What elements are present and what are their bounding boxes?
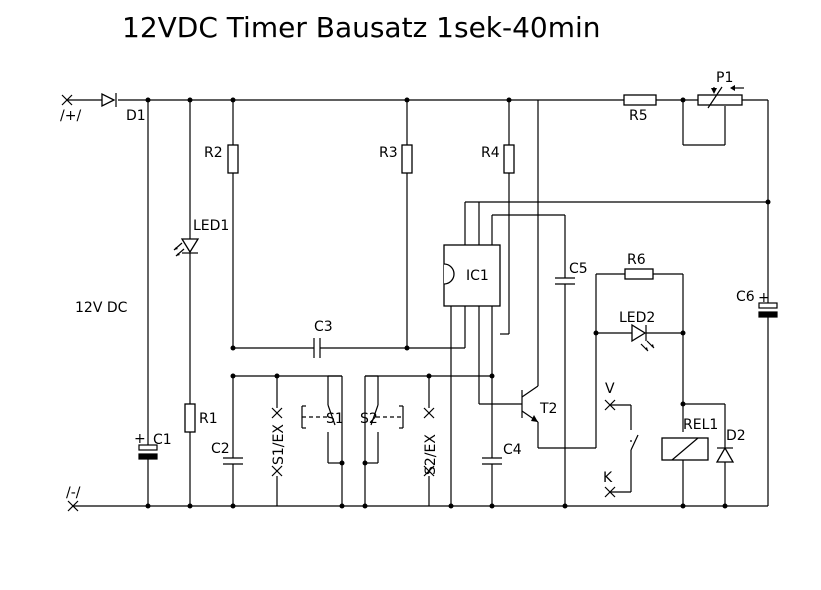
c1-polarity: + xyxy=(134,431,146,447)
r2-resistor xyxy=(227,100,239,348)
r2-label: R2 xyxy=(204,145,223,161)
c6-capacitor xyxy=(758,100,778,506)
d2-diode xyxy=(715,404,735,506)
s2-label: S2 xyxy=(360,411,378,427)
rel1-label: REL1 xyxy=(683,417,718,433)
c4-capacitor xyxy=(482,457,502,506)
s1-switch xyxy=(301,375,343,506)
d1-diode xyxy=(101,92,117,108)
s1-label: S1 xyxy=(326,411,344,427)
led1-label: LED1 xyxy=(193,218,229,234)
k-label: K xyxy=(603,470,613,486)
c5-capacitor xyxy=(555,277,575,506)
ic1-label: IC1 xyxy=(466,268,489,284)
r5-label: R5 xyxy=(629,108,648,124)
r4-label: R4 xyxy=(481,145,500,161)
p1-label: P1 xyxy=(716,70,733,86)
v-label: V xyxy=(605,381,615,397)
r1-label: R1 xyxy=(199,411,218,427)
minus-terminal xyxy=(67,500,79,512)
s1-ex-label: S1/EX xyxy=(271,424,287,465)
rel1-relay xyxy=(661,403,725,506)
r3-label: R3 xyxy=(379,145,398,161)
minus-label: /-/ xyxy=(66,485,81,501)
s1-ex-connector xyxy=(271,376,283,506)
c6-polarity: + xyxy=(758,290,770,306)
r5-resistor xyxy=(623,94,657,106)
c3-label: C3 xyxy=(314,319,333,335)
d2-label: D2 xyxy=(726,428,746,444)
r6-resistor xyxy=(624,268,684,432)
s2-ex-label: S2/EX xyxy=(423,434,439,475)
r6-label: R6 xyxy=(627,252,646,268)
plus-label: /+/ xyxy=(60,108,81,124)
p1-potentiometer xyxy=(682,85,744,146)
led2-diode xyxy=(596,323,683,352)
c2-capacitor xyxy=(223,376,243,506)
relay-contacts xyxy=(604,399,639,498)
d1-label: D1 xyxy=(126,108,146,124)
c1-label: C1 xyxy=(153,432,172,448)
plus-terminal xyxy=(61,94,73,106)
led2-label: LED2 xyxy=(619,310,655,326)
s2-ex-connector xyxy=(423,376,435,506)
ic1-chip xyxy=(443,201,768,506)
c2-label: C2 xyxy=(211,441,230,457)
c4-label: C4 xyxy=(503,442,522,458)
c1-capacitor xyxy=(138,100,158,506)
supply-label: 12V DC xyxy=(75,300,128,316)
led1-r1-branch xyxy=(180,100,200,506)
t2-transistor xyxy=(521,100,625,449)
t2-label: T2 xyxy=(539,401,557,417)
junction-dots xyxy=(145,97,771,509)
c6-label: C6 xyxy=(736,289,755,305)
led1-emission-arrows xyxy=(173,242,185,257)
c5-label: C5 xyxy=(569,261,588,277)
diagram-title: 12VDC Timer Bausatz 1sek-40min xyxy=(122,11,601,44)
c3-capacitor xyxy=(233,306,466,358)
s2-switch xyxy=(364,375,404,506)
r4-resistor xyxy=(500,100,515,335)
r3-resistor xyxy=(401,100,413,348)
